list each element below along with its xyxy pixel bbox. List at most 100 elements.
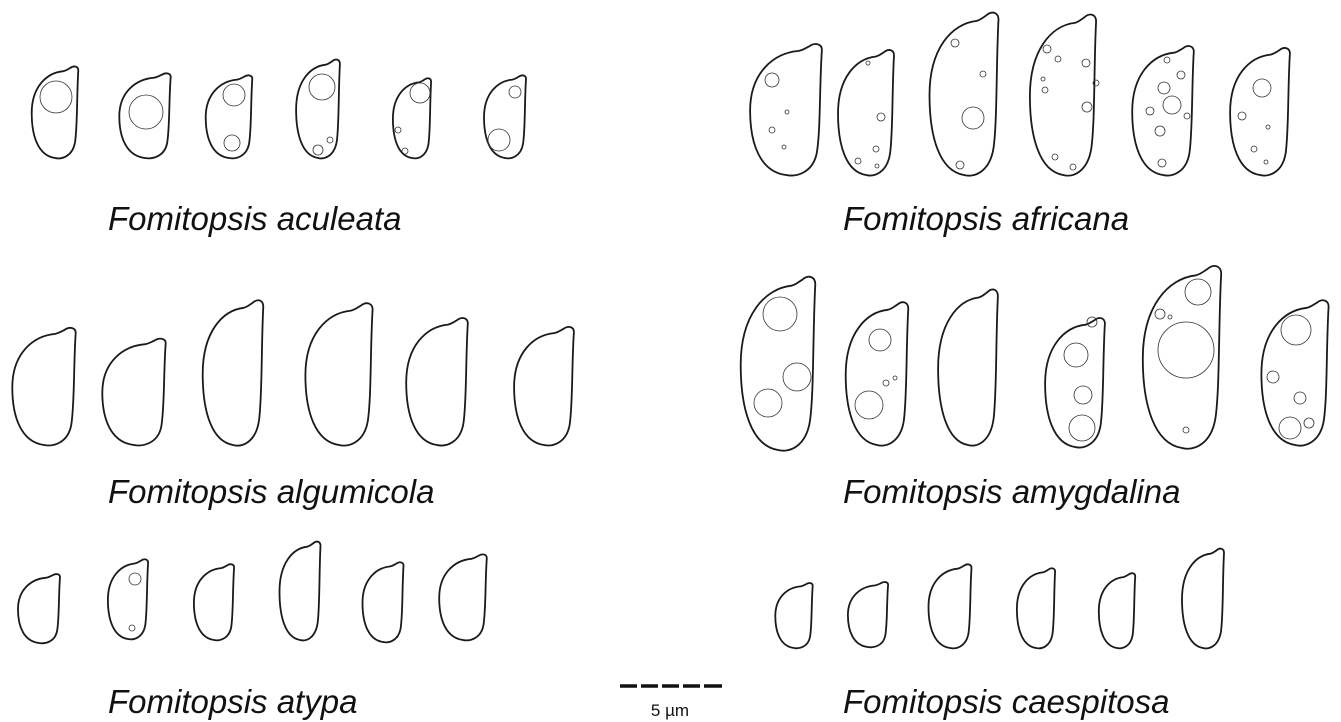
spore-guttule bbox=[1055, 56, 1061, 62]
spore-outline bbox=[938, 289, 998, 445]
spore-guttule bbox=[1281, 315, 1311, 345]
spore-guttule bbox=[1043, 45, 1051, 53]
spore-guttule bbox=[129, 625, 135, 631]
spore-outline bbox=[12, 328, 75, 446]
spore-guttule bbox=[1064, 343, 1088, 367]
spore-guttule bbox=[327, 137, 333, 143]
spore-guttule bbox=[129, 573, 141, 585]
species-label-atypa: Fomitopsis atypa bbox=[108, 683, 357, 720]
spore-guttule bbox=[785, 110, 789, 114]
spore-outline bbox=[514, 327, 574, 446]
spore-guttule bbox=[1146, 107, 1154, 115]
spore-group-atypa bbox=[18, 542, 487, 644]
spore-outline bbox=[119, 73, 170, 158]
spore-guttule bbox=[1251, 146, 1257, 152]
spore-guttule bbox=[1185, 279, 1211, 305]
spore-group-caespitosa bbox=[775, 549, 1224, 649]
spore-guttule bbox=[765, 73, 779, 87]
spore-guttule bbox=[1041, 77, 1045, 81]
spore-guttule bbox=[402, 148, 408, 154]
spore-guttule bbox=[783, 363, 811, 391]
spore-outline bbox=[1045, 318, 1105, 447]
spore-guttule bbox=[869, 329, 891, 351]
spore-outline bbox=[930, 13, 999, 176]
spore-guttule bbox=[893, 376, 897, 380]
spore-outline bbox=[280, 542, 321, 641]
spore-guttule bbox=[1069, 415, 1095, 441]
spore-guttule bbox=[1164, 57, 1170, 63]
spore-outline bbox=[1017, 568, 1055, 648]
spore-outline bbox=[775, 583, 812, 648]
spore-guttule bbox=[1070, 164, 1076, 170]
spore-guttule bbox=[855, 158, 861, 164]
spore-guttule bbox=[410, 83, 430, 103]
species-label-amygdalina: Fomitopsis amygdalina bbox=[843, 473, 1180, 510]
spore-outline bbox=[741, 277, 816, 451]
spore-guttule bbox=[1266, 125, 1270, 129]
spore-guttule bbox=[962, 107, 984, 129]
spore-guttule bbox=[1155, 126, 1165, 136]
spore-guttule bbox=[754, 389, 782, 417]
spore-guttule bbox=[40, 81, 72, 113]
spore-guttule bbox=[763, 297, 797, 331]
spore-guttule bbox=[1183, 427, 1189, 433]
spore-guttule bbox=[1155, 309, 1165, 319]
spore-guttule bbox=[1264, 160, 1268, 164]
spore-guttule bbox=[1082, 102, 1092, 112]
spore-outline bbox=[838, 50, 894, 176]
spore-outline bbox=[1143, 266, 1221, 449]
spore-outline bbox=[18, 574, 60, 643]
spore-guttule bbox=[1279, 417, 1301, 439]
spore-guttule bbox=[1158, 82, 1170, 94]
spore-guttule bbox=[1238, 112, 1246, 120]
spore-group-amygdalina bbox=[741, 266, 1329, 451]
spores-layer bbox=[12, 13, 1328, 649]
spore-guttule bbox=[873, 146, 879, 152]
spore-guttule bbox=[855, 391, 883, 419]
spore-guttule bbox=[1158, 159, 1166, 167]
spore-guttule bbox=[1052, 154, 1058, 160]
spore-guttule bbox=[980, 71, 986, 77]
spore-guttule bbox=[1177, 71, 1185, 79]
spore-guttule bbox=[875, 164, 879, 168]
spore-group-aculeata bbox=[32, 60, 526, 159]
spore-outline bbox=[194, 564, 234, 640]
spore-guttule bbox=[1184, 113, 1190, 119]
spore-guttule bbox=[883, 380, 889, 386]
spore-outline bbox=[750, 44, 822, 175]
spore-outline bbox=[406, 318, 468, 445]
spore-guttule bbox=[224, 135, 240, 151]
spore-guttule bbox=[1163, 96, 1181, 114]
spore-guttule bbox=[395, 127, 401, 133]
spore-guttule bbox=[1294, 392, 1306, 404]
spore-outline bbox=[1132, 46, 1194, 175]
spore-guttule bbox=[223, 84, 245, 106]
species-label-aculeata: Fomitopsis aculeata bbox=[108, 200, 401, 237]
spore-outline bbox=[32, 66, 79, 158]
spore-outline bbox=[108, 559, 148, 639]
spore-guttule bbox=[1158, 322, 1214, 378]
spore-outline bbox=[846, 302, 909, 445]
spore-guttule bbox=[877, 113, 885, 121]
spore-outline bbox=[206, 75, 253, 158]
scale-bar-label: 5 µm bbox=[651, 701, 689, 720]
spore-outline bbox=[1182, 549, 1224, 649]
spore-outline bbox=[393, 78, 431, 158]
labels-layer: Fomitopsis aculeata Fomitopsis africana … bbox=[108, 200, 1180, 720]
spore-guttule bbox=[956, 161, 964, 169]
spore-outline bbox=[102, 339, 165, 446]
spore-group-africana bbox=[750, 13, 1290, 176]
spore-outline bbox=[439, 554, 487, 640]
spore-guttule bbox=[313, 145, 323, 155]
species-label-caespitosa: Fomitopsis caespitosa bbox=[843, 683, 1169, 720]
spore-guttule bbox=[1082, 59, 1090, 67]
spore-guttule bbox=[782, 145, 786, 149]
spore-guttule bbox=[866, 61, 870, 65]
spore-guttule bbox=[1042, 87, 1048, 93]
spore-guttule bbox=[1168, 315, 1172, 319]
spore-guttule bbox=[488, 129, 510, 151]
spore-guttule bbox=[1253, 79, 1271, 97]
spore-guttule bbox=[1074, 386, 1092, 404]
spore-outline bbox=[1099, 573, 1135, 648]
